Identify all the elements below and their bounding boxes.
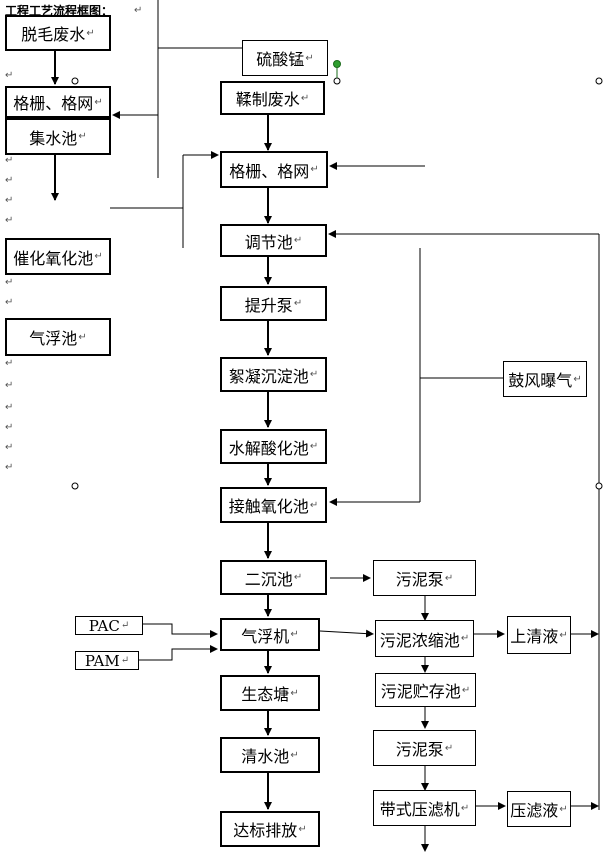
return-mark: ↵ xyxy=(5,70,14,81)
filtrate-box: 压滤液↵ xyxy=(507,791,571,827)
discharge-box: 达标排放↵ xyxy=(220,811,320,847)
screen-main-box: 格栅、格网↵ xyxy=(220,151,328,188)
return-mark: ↵ xyxy=(5,215,14,226)
return-mark: ↵ xyxy=(5,380,14,391)
supernatant-box: 上清液↵ xyxy=(507,616,571,654)
lift-pump-box: 提升泵↵ xyxy=(220,286,327,321)
coagulation-sedimentation-box: 絮凝沉淀池↵ xyxy=(220,357,327,392)
manganese-sulfate-box: 硫酸锰↵ xyxy=(242,40,328,76)
return-mark: ↵ xyxy=(5,155,14,166)
pam-box: PAM↵ xyxy=(75,651,139,670)
return-mark: ↵ xyxy=(5,195,14,206)
return-mark: ↵ xyxy=(5,402,14,413)
flotation-machine-box: 气浮机↵ xyxy=(220,618,320,651)
return-mark: ↵ xyxy=(5,277,14,288)
return-mark: ↵ xyxy=(134,5,143,16)
return-mark: ↵ xyxy=(5,442,14,453)
pac-box: PAC↵ xyxy=(75,616,143,635)
return-mark: ↵ xyxy=(5,462,14,473)
ecological-pond-box: 生态塘↵ xyxy=(220,675,320,711)
return-mark: ↵ xyxy=(5,422,14,433)
belt-filter-press-box: 带式压滤机↵ xyxy=(373,790,476,826)
catalytic-oxidation-box: 催化氧化池↵ xyxy=(5,238,111,275)
equalization-tank-box: 调节池↵ xyxy=(220,224,327,257)
secondary-clarifier-box: 二沉池↵ xyxy=(220,560,327,595)
sludge-pump-box: 污泥泵↵ xyxy=(373,560,476,596)
dehairing-wastewater-box: 脱毛废水↵ xyxy=(5,15,111,51)
contact-oxidation-box: 接触氧化池↵ xyxy=(220,487,327,523)
return-mark: ↵ xyxy=(5,175,14,186)
screen-left-box: 格栅、格网↵ xyxy=(5,86,111,118)
sludge-thickener-box: 污泥浓缩池↵ xyxy=(375,620,474,657)
tanning-wastewater-box: 鞣制废水↵ xyxy=(220,81,325,115)
diagram-title: 工程工艺流程框图： xyxy=(5,4,114,18)
clear-water-tank-box: 清水池↵ xyxy=(220,737,320,773)
sludge-pump-2-box: 污泥泵↵ xyxy=(373,730,476,766)
return-mark: ↵ xyxy=(5,297,14,308)
sludge-storage-box: 污泥贮存池↵ xyxy=(375,673,476,707)
hydrolysis-acidification-box: 水解酸化池↵ xyxy=(220,429,327,464)
flotation-tank-box: 气浮池↵ xyxy=(5,318,111,356)
blower-aeration-box: 鼓风曝气↵ xyxy=(503,361,587,397)
collection-tank-box: 集水池↵ xyxy=(5,118,111,155)
return-mark: ↵ xyxy=(5,358,14,369)
